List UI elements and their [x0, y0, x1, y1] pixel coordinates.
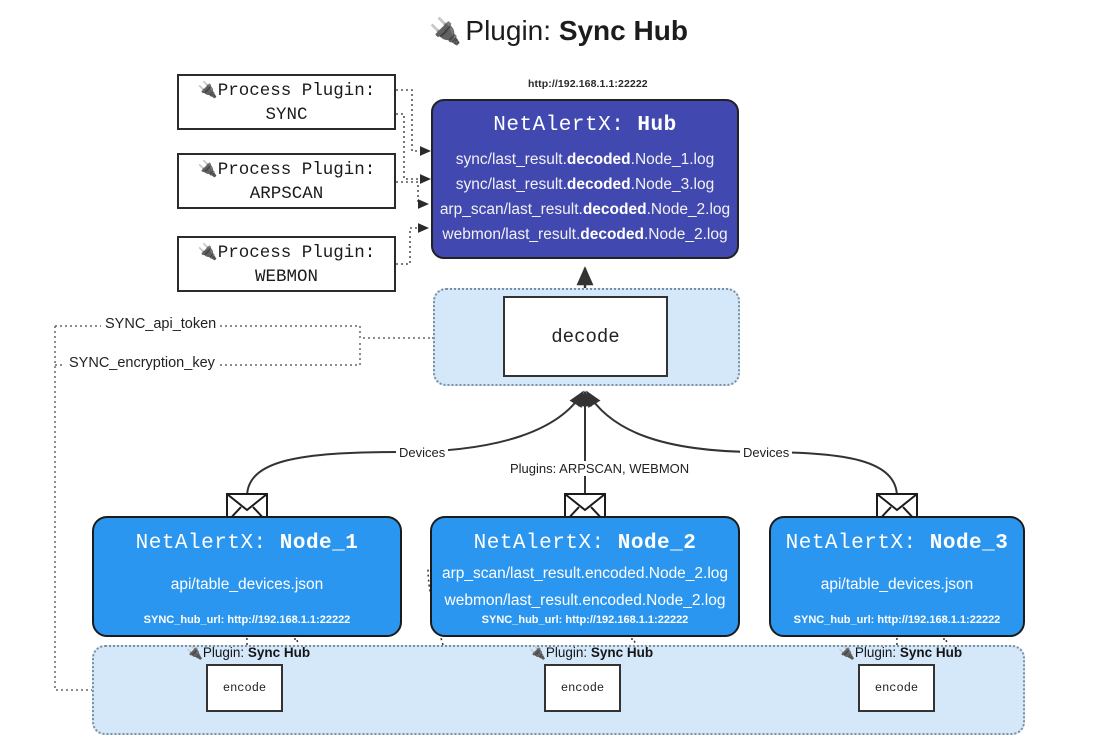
process-plugin-name: WEBMON: [254, 266, 318, 287]
hub-log-line-4: webmon/last_result.decoded.Node_2.log: [433, 222, 737, 247]
node-line: arp_scan/last_result.encoded.Node_2.log: [441, 565, 729, 582]
log-emphasis: decoded: [582, 201, 647, 218]
node-box-node-3[interactable]: NetAlertX: Node_3 api/table_devices.json…: [769, 516, 1025, 637]
node-title: NetAlertX: Node_2: [432, 531, 738, 557]
setting-api-token: SYNC_api_token: [101, 316, 221, 332]
process-plugin-arpscan[interactable]: 🔌Process Plugin: ARPSCAN: [177, 153, 396, 209]
plug-icon: 🔌: [838, 645, 855, 661]
edge-label-plugins-center: Plugins: ARPSCAN, WEBMON: [507, 461, 693, 476]
process-plugin-webmon[interactable]: 🔌Process Plugin: WEBMON: [177, 236, 396, 292]
setting-encryption-key: SYNC_encryption_key: [65, 355, 219, 371]
plug-icon: 🔌: [197, 241, 218, 261]
edge-label-devices-right: Devices: [740, 445, 793, 460]
process-plugin-sync[interactable]: 🔌Process Plugin: SYNC: [177, 74, 396, 130]
node-title-prefix: NetAlertX:: [785, 532, 930, 555]
encoder-plugin-name: Sync Hub: [590, 645, 654, 660]
process-plugin-name: SYNC: [265, 104, 308, 125]
encode-box-3[interactable]: encode: [858, 664, 935, 712]
plug-icon: 🔌: [197, 79, 218, 99]
plug-icon: 🔌: [186, 645, 203, 661]
hub-log-line-3: arp_scan/last_result.decoded.Node_2.log: [433, 197, 737, 222]
decode-box[interactable]: decode: [503, 296, 668, 377]
encoder-plugin-prefix: Plugin:: [854, 645, 900, 660]
encode-label: encode: [560, 681, 605, 695]
plug-icon: 🔌: [529, 645, 546, 661]
log-emphasis: decoded: [566, 151, 631, 168]
node-title-prefix: NetAlertX:: [473, 532, 618, 555]
wire-arpscan-to-log3: [396, 181, 430, 209]
node-title-name: Node_2: [617, 532, 697, 555]
node-line: webmon/last_result.encoded.Node_2.log: [444, 592, 726, 609]
decode-label: decode: [551, 325, 620, 348]
encoder-plugin-prefix: Plugin:: [545, 645, 591, 660]
process-plugin-name: ARPSCAN: [249, 183, 324, 204]
page-title: 🔌Plugin: Sync Hub: [0, 14, 1117, 48]
node-title: NetAlertX: Node_1: [94, 531, 400, 557]
log-prefix: sync/last_result.: [455, 176, 567, 193]
node-line: api/table_devices.json: [170, 576, 324, 593]
log-prefix: webmon/last_result.: [442, 226, 581, 243]
encode-box-2[interactable]: encode: [544, 664, 621, 712]
wire-sync-to-log1: [396, 89, 432, 156]
encoder-plugin-label-1: 🔌Plugin: Sync Hub: [186, 645, 310, 661]
node-footer: SYNC_hub_url: http://192.168.1.1:22222: [481, 614, 689, 626]
encode-label: encode: [222, 681, 267, 695]
hub-url-label: http://192.168.1.1:22222: [528, 78, 648, 90]
encoder-plugin-prefix: Plugin:: [202, 645, 248, 660]
node-title-prefix: NetAlertX:: [135, 532, 280, 555]
process-plugin-label: Process Plugin:: [217, 80, 376, 101]
node-box-node-1[interactable]: NetAlertX: Node_1 api/table_devices.json…: [92, 516, 402, 637]
plug-icon: 🔌: [197, 158, 218, 178]
encode-box-1[interactable]: encode: [206, 664, 283, 712]
hub-title-prefix: NetAlertX:: [493, 114, 638, 137]
node-title: NetAlertX: Node_3: [771, 531, 1023, 557]
node-footer: SYNC_hub_url: http://192.168.1.1:22222: [143, 614, 351, 626]
node-line: api/table_devices.json: [820, 576, 974, 593]
node-box-node-2[interactable]: NetAlertX: Node_2 arp_scan/last_result.e…: [430, 516, 740, 637]
hub-log-line-2: sync/last_result.decoded.Node_3.log: [433, 172, 737, 197]
page-title-name: Sync Hub: [558, 15, 688, 46]
log-suffix: .Node_2.log: [646, 201, 731, 218]
encoder-plugin-name: Sync Hub: [899, 645, 963, 660]
log-suffix: .Node_1.log: [630, 151, 715, 168]
encoder-plugin-name: Sync Hub: [247, 645, 311, 660]
hub-box[interactable]: NetAlertX: Hub sync/last_result.decoded.…: [431, 99, 739, 259]
encode-label: encode: [874, 681, 919, 695]
log-emphasis: decoded: [580, 226, 644, 243]
log-suffix: .Node_3.log: [630, 176, 715, 193]
node-footer: SYNC_hub_url: http://192.168.1.1:22222: [793, 614, 1001, 626]
log-prefix: sync/last_result.: [455, 151, 567, 168]
log-suffix: .Node_2.log: [643, 226, 728, 243]
hub-title: NetAlertX: Hub: [433, 113, 737, 139]
plug-icon: 🔌: [429, 16, 462, 46]
log-emphasis: decoded: [566, 176, 631, 193]
wire-sync-to-log2: [396, 113, 432, 184]
process-plugin-label: Process Plugin:: [217, 242, 376, 263]
encoder-plugin-label-2: 🔌Plugin: Sync Hub: [529, 645, 653, 661]
encoder-plugin-label-3: 🔌Plugin: Sync Hub: [838, 645, 962, 661]
process-plugin-label: Process Plugin:: [217, 159, 376, 180]
log-prefix: arp_scan/last_result.: [439, 201, 583, 218]
wire-webmon-to-log4: [396, 223, 430, 265]
node-title-name: Node_1: [279, 532, 359, 555]
edge-label-devices-left: Devices: [396, 445, 449, 460]
page-title-prefix: Plugin:: [465, 15, 559, 46]
hub-title-name: Hub: [637, 114, 677, 137]
node-title-name: Node_3: [929, 532, 1009, 555]
hub-log-line-1: sync/last_result.decoded.Node_1.log: [433, 147, 737, 172]
